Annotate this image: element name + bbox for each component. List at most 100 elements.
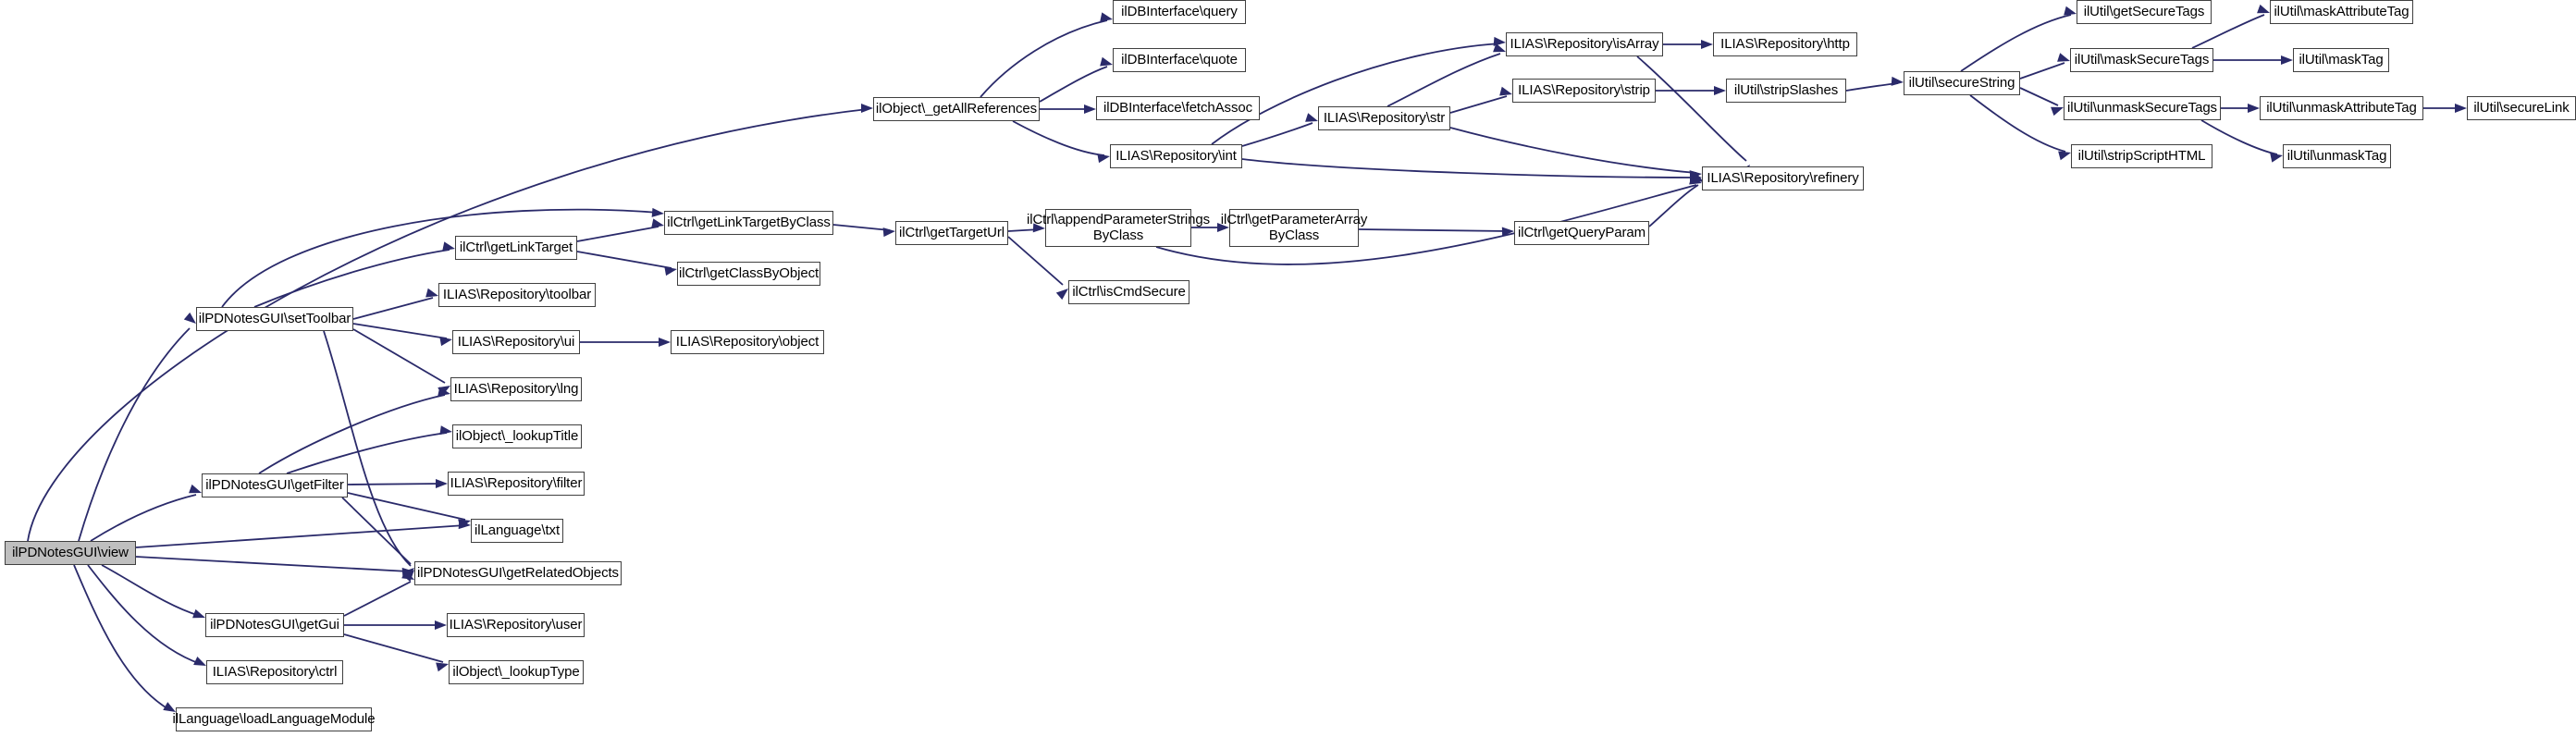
edge-arrowhead: [1891, 76, 1904, 86]
graph-node-repo_filter[interactable]: ILIAS\Repository\filter: [448, 472, 585, 496]
edge-arrowhead: [1100, 12, 1113, 22]
call-edge: [1969, 94, 2066, 153]
graph-node-label: ilUtil\stripScriptHTML: [2077, 147, 2206, 164]
graph-node-getLinkTarget[interactable]: ilCtrl\getLinkTarget: [455, 236, 577, 260]
graph-node-getLinkTargetByClass[interactable]: ilCtrl\getLinkTargetByClass: [664, 211, 833, 235]
graph-node-label: ilPDNotesGUI\view: [12, 544, 129, 560]
call-edge: [576, 251, 672, 269]
graph-node-label: ILIAS\Repository\toolbar: [442, 286, 592, 302]
graph-node-label: ILIAS\Repository\isArray: [1510, 35, 1659, 52]
call-edge: [343, 581, 412, 617]
graph-node-label: ilCtrl\getLinkTarget: [459, 239, 573, 255]
graph-node-getTargetUrl[interactable]: ilCtrl\getTargetUrl: [895, 221, 1008, 245]
call-edge: [1449, 127, 1697, 174]
edge-arrowhead: [659, 338, 671, 347]
graph-node-repo_str[interactable]: ILIAS\Repository\str: [1318, 106, 1450, 130]
graph-node-label: ilUtil\secureString: [1908, 74, 2015, 91]
graph-node-unmaskSecureTags[interactable]: ilUtil\unmaskSecureTags: [2064, 96, 2221, 120]
graph-node-label: ILIAS\Repository\filter: [450, 474, 583, 491]
call-edge: [347, 492, 466, 521]
edge-arrowhead: [1689, 170, 1702, 180]
edge-arrowhead: [1084, 104, 1096, 114]
graph-node-label: ilUtil\stripSlashes: [1733, 81, 1839, 98]
graph-node-repo_strip[interactable]: ILIAS\Repository\strip: [1512, 79, 1656, 103]
graph-node-repo_object[interactable]: ILIAS\Repository\object: [671, 330, 824, 354]
call-edge: [258, 394, 446, 474]
graph-node-label: ilLanguage\loadLanguageModule: [172, 710, 376, 727]
graph-node-view[interactable]: ilPDNotesGUI\view: [5, 541, 136, 565]
edge-arrowhead: [1493, 36, 1506, 46]
graph-node-label: ilUtil\unmaskSecureTags: [2067, 99, 2217, 116]
edge-arrowhead: [1097, 154, 1110, 164]
graph-node-repo_ctrl[interactable]: ILIAS\Repository\ctrl: [206, 660, 343, 684]
graph-node-label: ilPDNotesGUI\getGui: [210, 616, 339, 633]
graph-node-label: ilPDNotesGUI\getRelatedObjects: [417, 564, 619, 581]
graph-node-label: ilUtil\maskSecureTags: [2074, 51, 2210, 68]
graph-node-getGui[interactable]: ilPDNotesGUI\getGui: [205, 613, 344, 637]
graph-node-unmaskAttributeTag[interactable]: ilUtil\unmaskAttributeTag: [2260, 96, 2423, 120]
edge-arrowhead: [1701, 40, 1713, 49]
graph-node-ilLanguage_txt[interactable]: ilLanguage\txt: [471, 519, 563, 543]
graph-node-label: ILIAS\Repository\strip: [1518, 81, 1650, 98]
call-edge: [1241, 158, 1697, 178]
call-edge: [343, 633, 444, 663]
graph-node-repo_lng[interactable]: ILIAS\Repository\lng: [450, 377, 582, 401]
graph-node-repo_http[interactable]: ILIAS\Repository\http: [1713, 32, 1857, 56]
graph-node-maskSecureTags[interactable]: ilUtil\maskSecureTags: [2070, 48, 2213, 72]
graph-node-getAllReferences[interactable]: ilObject\_getAllReferences: [873, 97, 1040, 121]
call-edge: [1845, 82, 1899, 92]
graph-node-label: ilUtil\getSecureTags: [2083, 3, 2205, 19]
graph-node-repo_isArray[interactable]: ILIAS\Repository\isArray: [1506, 32, 1663, 56]
graph-node-maskTag[interactable]: ilUtil\maskTag: [2293, 48, 2389, 72]
graph-node-db_fetchAssoc[interactable]: ilDBInterface\fetchAssoc: [1096, 96, 1260, 120]
graph-node-stripSlashes[interactable]: ilUtil\stripSlashes: [1726, 79, 1846, 103]
call-edge: [253, 249, 450, 308]
graph-node-label: ILIAS\Repository\str: [1323, 109, 1446, 126]
graph-node-maskAttributeTag[interactable]: ilUtil\maskAttributeTag: [2270, 0, 2413, 24]
graph-node-lookupTitle[interactable]: ilObject\_lookupTitle: [452, 424, 582, 448]
graph-node-label: ilDBInterface\quote: [1121, 51, 1238, 68]
graph-node-label: ilCtrl\getLinkTargetByClass: [667, 214, 831, 230]
graph-node-label: ILIAS\Repository\int: [1115, 147, 1237, 164]
graph-node-repo_toolbar[interactable]: ILIAS\Repository\toolbar: [438, 283, 596, 307]
call-edge: [90, 494, 197, 542]
edge-arrowhead: [2455, 104, 2467, 113]
graph-node-label: ILIAS\Repository\ui: [457, 333, 575, 350]
graph-node-label: ilCtrl\getTargetUrl: [899, 224, 1005, 240]
graph-node-db_quote[interactable]: ilDBInterface\quote: [1113, 48, 1246, 72]
call-edge: [78, 327, 191, 542]
graph-node-getSecureTags[interactable]: ilUtil\getSecureTags: [2077, 0, 2212, 24]
edge-arrowhead: [2248, 104, 2260, 113]
graph-node-unmaskTag[interactable]: ilUtil\unmaskTag: [2283, 144, 2391, 168]
graph-node-label: ILIAS\Repository\object: [675, 333, 820, 350]
graph-node-setToolbar[interactable]: ilPDNotesGUI\setToolbar: [196, 307, 353, 331]
graph-node-label: ilCtrl\getParameterArray ByClass: [1220, 212, 1368, 243]
graph-node-getQueryParam[interactable]: ilCtrl\getQueryParam: [1514, 221, 1649, 245]
graph-node-db_query[interactable]: ilDBInterface\query: [1113, 0, 1246, 24]
graph-node-getParameterArray[interactable]: ilCtrl\getParameterArray ByClass: [1221, 209, 1367, 247]
graph-node-repo_user[interactable]: ILIAS\Repository\user: [447, 613, 585, 637]
graph-node-appendParamStrings[interactable]: ilCtrl\appendParameterStrings ByClass: [1027, 209, 1210, 247]
graph-node-secureString[interactable]: ilUtil\secureString: [1904, 71, 2020, 95]
graph-node-repo_refinery[interactable]: ILIAS\Repository\refinery: [1702, 166, 1864, 190]
graph-node-label: ILIAS\Repository\user: [449, 616, 583, 633]
graph-node-repo_int[interactable]: ILIAS\Repository\int: [1110, 144, 1242, 168]
graph-node-stripScriptHTML[interactable]: ilUtil\stripScriptHTML: [2071, 144, 2212, 168]
graph-node-label: ilCtrl\getQueryParam: [1517, 224, 1646, 240]
graph-node-label: ilDBInterface\query: [1121, 3, 1238, 19]
graph-node-lookupType[interactable]: ilObject\_lookupType: [449, 660, 584, 684]
call-edge: [1449, 95, 1508, 114]
graph-node-label: ilDBInterface\fetchAssoc: [1103, 99, 1252, 116]
edge-arrowhead: [1690, 173, 1702, 182]
edge-arrowhead: [1714, 86, 1726, 95]
call-edge: [347, 483, 443, 485]
graph-node-loadLanguageModule[interactable]: ilLanguage\loadLanguageModule: [173, 707, 376, 731]
graph-node-label: ilCtrl\isCmdSecure: [1072, 283, 1186, 300]
graph-node-secureLink[interactable]: ilUtil\secureLink: [2467, 96, 2576, 120]
graph-node-label: ILIAS\Repository\refinery: [1707, 169, 1859, 186]
graph-node-getRelatedObjects[interactable]: ilPDNotesGUI\getRelatedObjects: [414, 561, 622, 585]
graph-node-isCmdSecure[interactable]: ilCtrl\isCmdSecure: [1068, 280, 1189, 304]
graph-node-repo_ui[interactable]: ILIAS\Repository\ui: [452, 330, 580, 354]
graph-node-getClassByObject[interactable]: ilCtrl\getClassByObject: [677, 262, 820, 286]
graph-node-getFilter[interactable]: ilPDNotesGUI\getFilter: [202, 473, 348, 497]
